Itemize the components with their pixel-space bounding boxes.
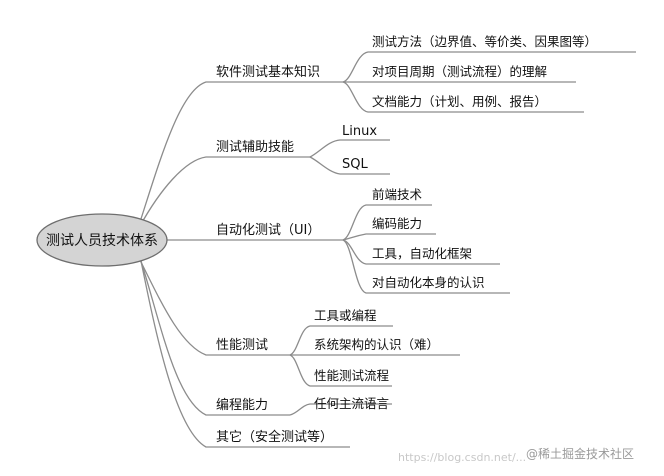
leaf-connectors: [289, 51, 636, 416]
leaf-frontend: 前端技术: [372, 187, 423, 202]
watermark: https://blog.csdn.net/... @稀土掘金技术社区: [398, 446, 634, 464]
leaf-tools-frameworks: 工具，自动化框架: [372, 246, 472, 261]
branch-label-auxiliary-skills: 测试辅助技能: [216, 140, 294, 155]
leaf-labels: 测试方法（边界值、等价类、因果图等） 对项目周期（测试流程）的理解 文档能力（计…: [314, 34, 597, 411]
watermark-url: https://blog.csdn.net/...: [398, 451, 526, 464]
leaf-project-cycle: 对项目周期（测试流程）的理解: [372, 64, 547, 79]
leaf-linux: Linux: [342, 124, 377, 139]
root-node: 测试人员技术体系: [36, 213, 168, 267]
leaf-any-language: 任何主流语言: [314, 396, 389, 411]
watermark-brand: @稀土掘金技术社区: [526, 446, 634, 461]
branch-label-performance: 性能测试: [216, 338, 268, 353]
root-connectors: [139, 81, 350, 448]
leaf-system-architecture: 系统架构的认识（难）: [314, 337, 439, 352]
leaf-tools-or-programming: 工具或编程: [314, 308, 377, 323]
branch-label-programming: 编程能力: [216, 398, 268, 413]
leaf-documentation: 文档能力（计划、用例、报告）: [372, 94, 547, 109]
branch-label-other: 其它（安全测试等）: [216, 429, 333, 445]
leaf-test-methods: 测试方法（边界值、等价类、因果图等）: [372, 34, 597, 49]
leaf-coding: 编码能力: [372, 216, 422, 231]
branch-label-automation: 自动化测试（UI）: [216, 223, 320, 238]
branch-label-basic-knowledge: 软件测试基本知识: [216, 64, 320, 80]
root-label: 测试人员技术体系: [46, 233, 158, 249]
leaf-sql: SQL: [342, 157, 368, 172]
leaf-perf-process: 性能测试流程: [314, 368, 390, 383]
branch-labels: 软件测试基本知识 测试辅助技能 自动化测试（UI） 性能测试 编程能力 其它（安…: [216, 64, 333, 445]
leaf-automation-understanding: 对自动化本身的认识: [372, 275, 485, 290]
